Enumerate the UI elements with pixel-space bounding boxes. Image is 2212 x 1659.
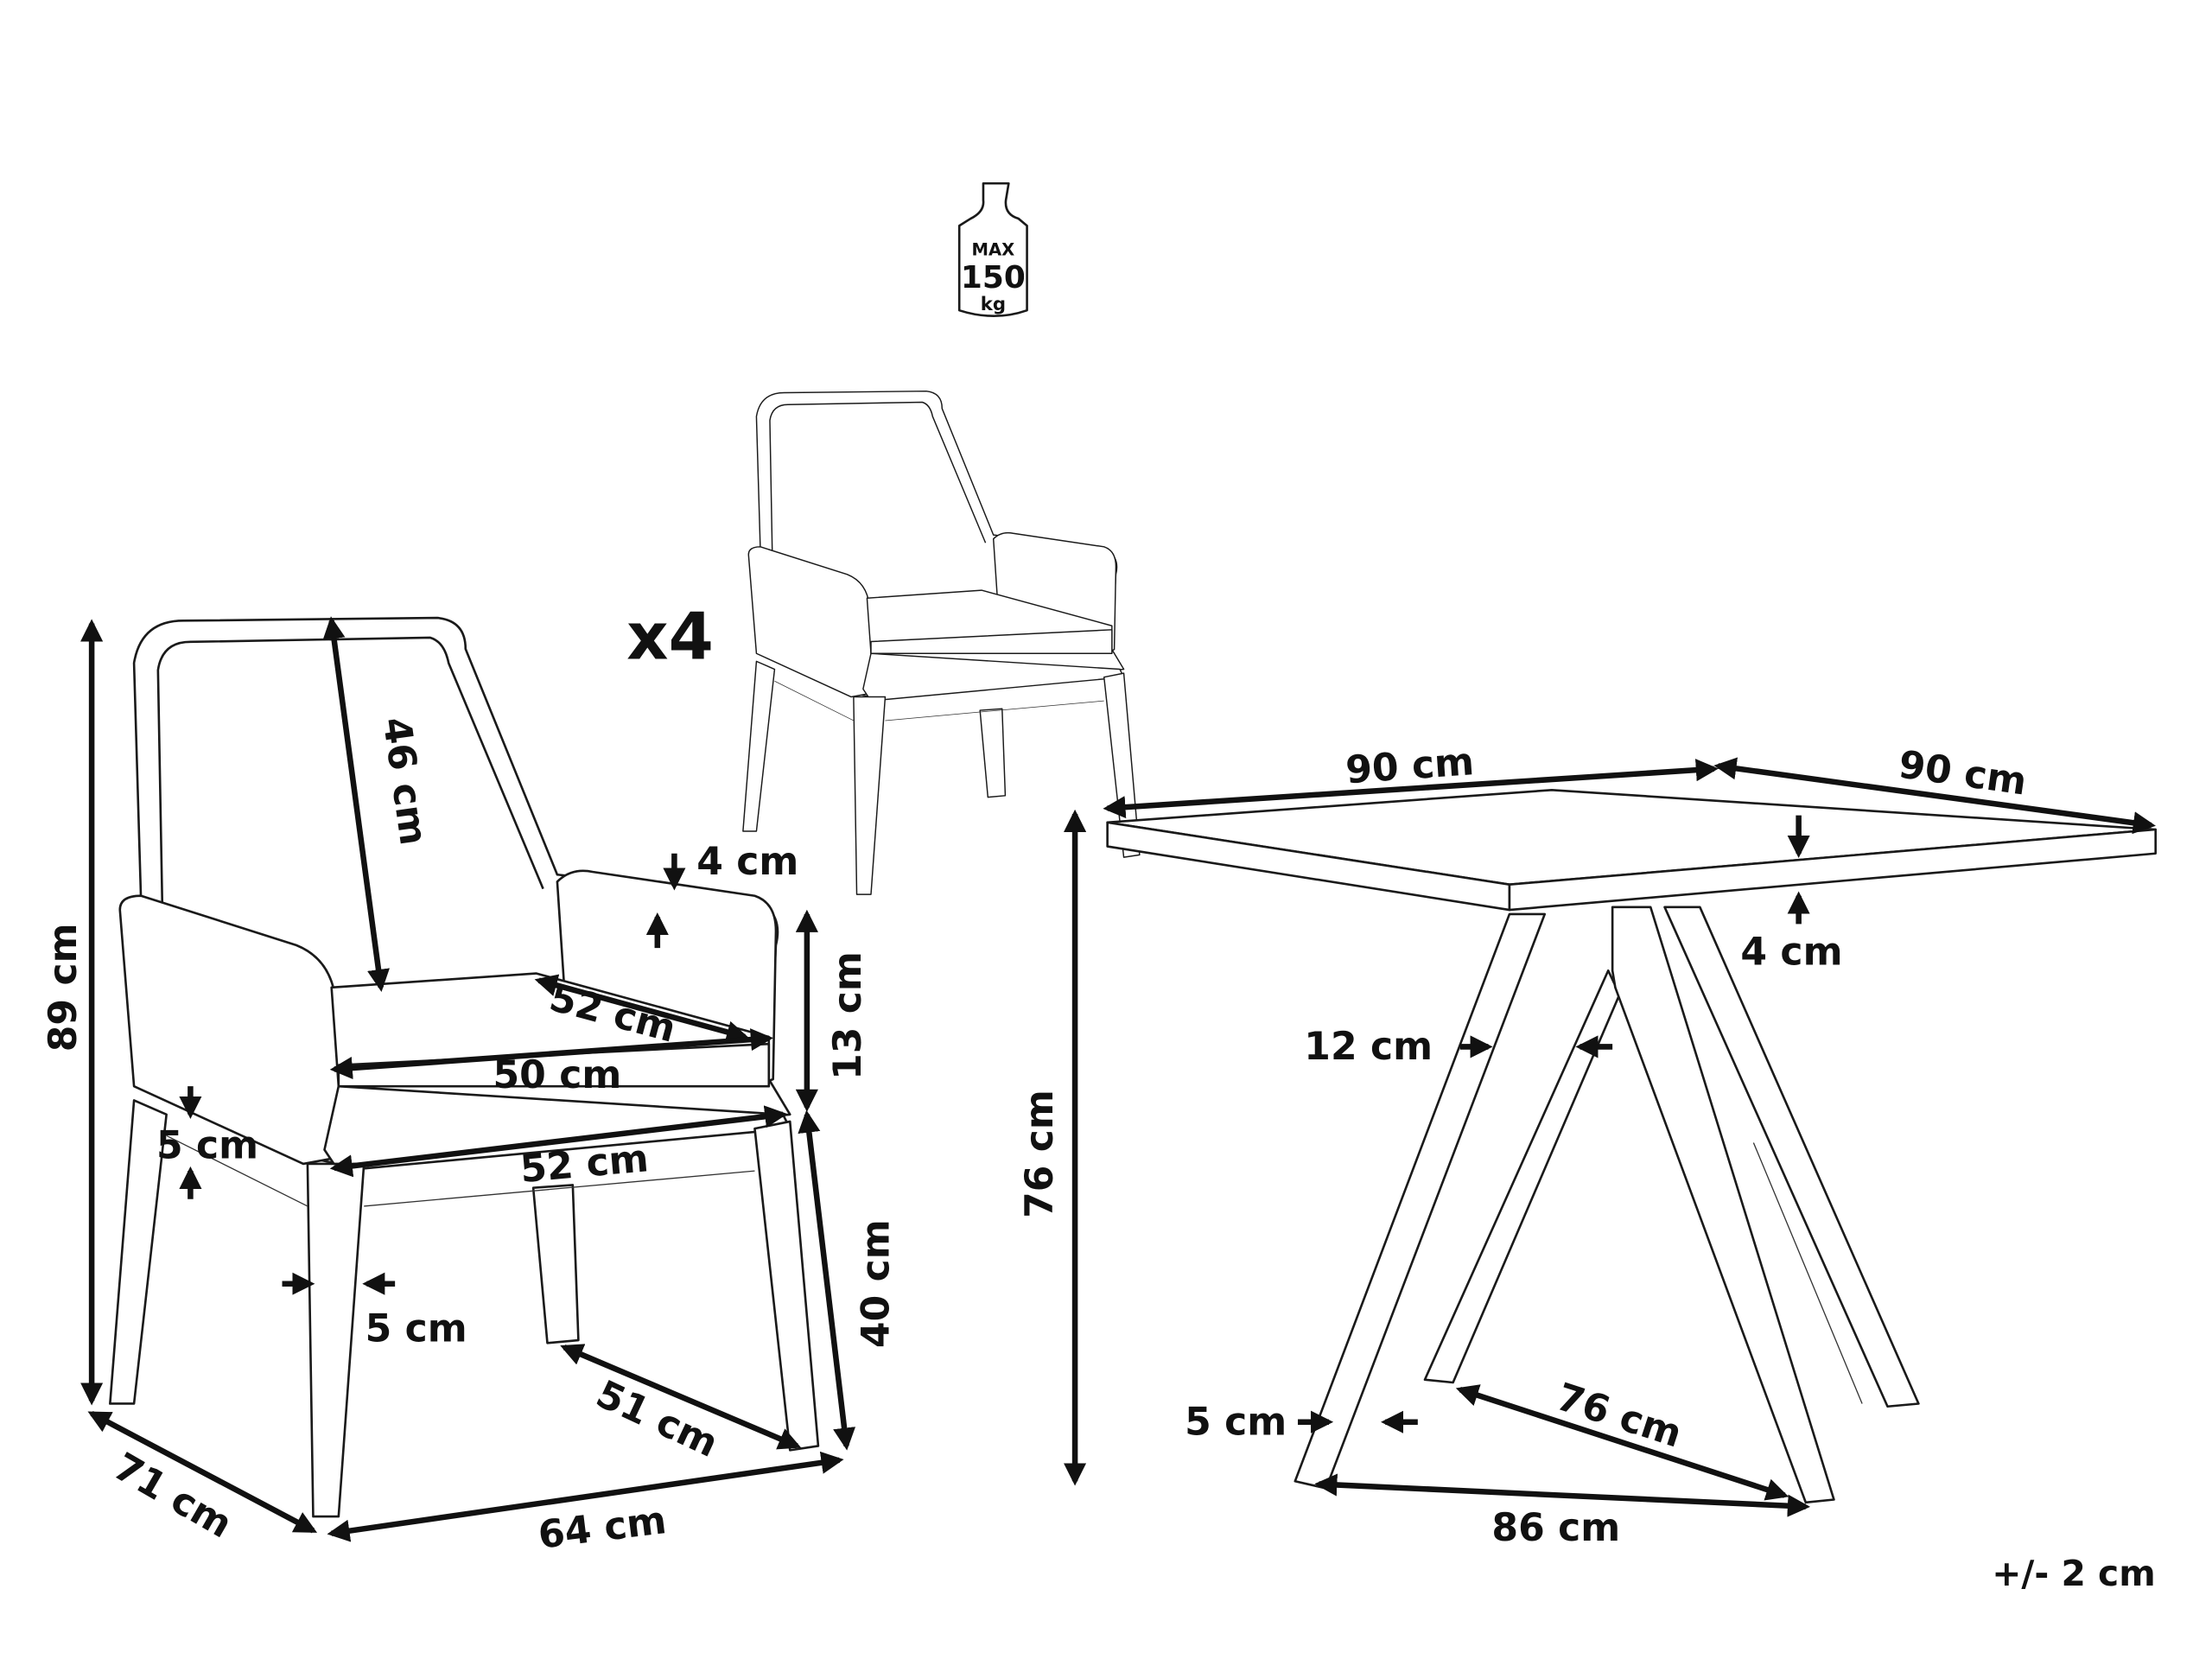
- chair-dimension-lines: [80, 616, 856, 1542]
- leg-width-label: 5 cm: [365, 1307, 467, 1351]
- quantity-label: x4: [626, 598, 714, 674]
- weight-value: 150: [961, 260, 1026, 296]
- leg-top-width-label: 12 cm: [1304, 1025, 1433, 1069]
- armrest-thickness-label: 4 cm: [696, 840, 798, 884]
- tolerance-note: +/- 2 cm: [1992, 1553, 2156, 1594]
- chair-weight-illustration: [742, 390, 1141, 895]
- table-drawing: [1106, 788, 2157, 1504]
- chair-height-label: 89 cm: [41, 923, 86, 1052]
- top-thickness-label: 4 cm: [1740, 931, 1842, 975]
- seat-width-label: 50 cm: [493, 1053, 622, 1097]
- table-dimension-lines: [1064, 757, 2156, 1517]
- chair-drawing: [109, 616, 820, 1518]
- weight-max-label: MAX: [972, 240, 1015, 260]
- table-length-label: 90 cm: [1344, 740, 1476, 792]
- table-height-label: 76 cm: [1018, 1090, 1062, 1218]
- frame-thickness-label: 5 cm: [156, 1123, 258, 1167]
- leg-span-width-label: 86 cm: [1491, 1506, 1620, 1550]
- leg-bottom-width-label: 5 cm: [1185, 1400, 1287, 1444]
- armrest-height-label: 13 cm: [826, 951, 870, 1080]
- seat-height-label: 40 cm: [855, 1219, 899, 1348]
- chair-depth-label: 71 cm: [106, 1445, 239, 1548]
- weight-unit: kg: [981, 294, 1006, 315]
- weight-icon: MAX 150 kg: [957, 181, 1028, 318]
- chair-width-label: 64 cm: [536, 1498, 669, 1558]
